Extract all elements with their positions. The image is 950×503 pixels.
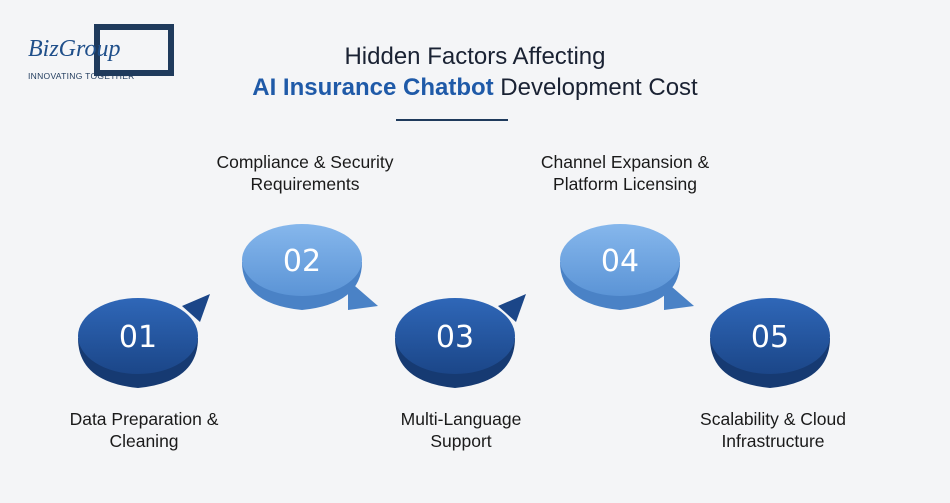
arrow-4-icon [664,280,694,310]
disc-top [710,298,830,374]
step-2-label-line1: Compliance & Security [216,152,394,172]
step-1-label-line2: Cleaning [109,431,179,451]
disc-top [242,224,362,296]
brand-name: BizGroup [28,36,121,62]
step-1-number: 01 [119,320,157,355]
arrow-2-icon [348,280,378,310]
arrow-3-icon [498,294,526,322]
page-title-line2: AI Insurance Chatbot Development Cost [0,74,950,102]
disc-top [560,224,680,296]
page-title-line1: Hidden Factors Affecting [344,43,606,70]
step-1-label-line1: Data Preparation & [69,409,219,429]
step-3-number: 03 [436,320,474,355]
step-3-label-line1: Multi-Language [400,409,522,429]
step-1-disc: 01 [78,294,210,388]
step-5-number: 05 [751,320,789,355]
step-2-number: 02 [283,244,321,279]
step-4-label-line1: Channel Expansion & [540,152,710,172]
title-highlight: AI Insurance Chatbot [252,74,494,101]
step-2-label-line2: Requirements [250,174,360,194]
disc-top [78,298,198,374]
step-5-label-line1: Scalability & Cloud [700,409,846,429]
step-2-label: Compliance & Security Requirements [185,151,425,195]
step-1-label: Data Preparation & Cleaning [24,408,264,452]
step-4-label: Channel Expansion & Platform Licensing [505,151,745,195]
step-4-number: 04 [601,244,639,279]
title-rest: Development Cost [493,74,698,101]
step-3-label: Multi-Language Support [341,408,581,452]
step-4-disc: 04 [560,224,694,310]
step-5-disc: 05 [710,298,830,388]
step-4-label-line2: Platform Licensing [553,174,697,194]
step-3-label-line2: Support [430,431,492,451]
logo-frame [94,24,174,76]
brand-tagline: INNOVATING TOGETHER [28,71,135,81]
step-3-disc: 03 [395,294,526,388]
step-5-label-line2: Infrastructure [721,431,825,451]
title-underline [396,119,508,121]
step-5-label: Scalability & Cloud Infrastructure [653,408,893,452]
disc-top [395,298,515,374]
step-2-disc: 02 [242,224,378,310]
arrow-1-icon [182,294,210,322]
brand-logo: BizGroup INNOVATING TOGETHER [22,24,174,84]
